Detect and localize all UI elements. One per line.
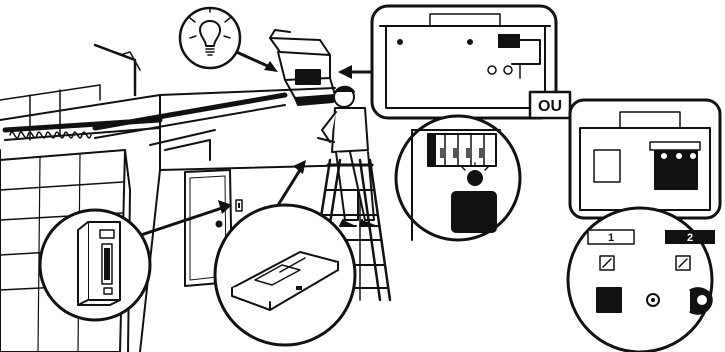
remote-control-callout <box>215 205 355 345</box>
terminal-zoom-callout <box>568 208 715 352</box>
opener-back-panel-view <box>372 6 556 118</box>
wall-control-icon <box>78 222 120 305</box>
terminal-2-label: 2 <box>687 232 693 244</box>
terminal-block <box>428 134 496 166</box>
terminal-1-label: 1 <box>608 232 614 244</box>
wall-control-callout <box>40 210 150 320</box>
indicator-led-icon <box>468 171 482 185</box>
light-bulb-callout <box>180 8 240 68</box>
terminal-button-callout <box>396 116 520 240</box>
man-on-ladder <box>318 87 378 226</box>
learn-button <box>452 192 496 232</box>
or-label: OU <box>538 98 562 115</box>
alternate-opener-panel-view <box>570 100 720 218</box>
wall-control-small <box>236 200 242 211</box>
learn-button-square <box>597 288 621 312</box>
